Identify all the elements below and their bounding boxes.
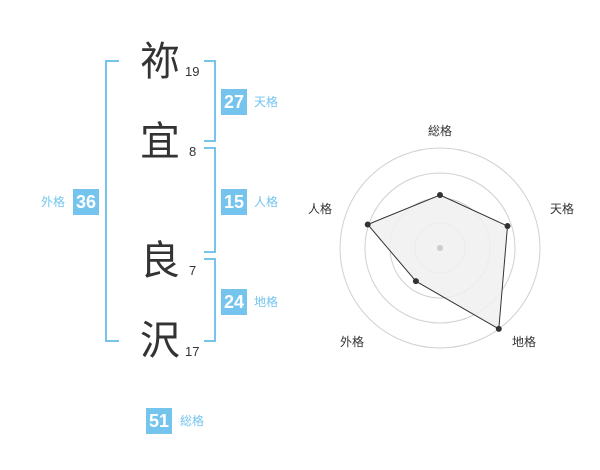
stroke-count-4: 17 bbox=[185, 344, 200, 359]
radar-point bbox=[412, 278, 419, 285]
gaikaku-badge: 36 bbox=[73, 189, 99, 215]
jinkaku-badge: 15 bbox=[221, 189, 247, 215]
tenkaku-bracket bbox=[204, 60, 216, 142]
jinkaku-bracket bbox=[204, 147, 216, 253]
radar-point bbox=[504, 223, 511, 230]
soukaku-badge: 51 bbox=[146, 408, 172, 434]
radar-center-dot bbox=[437, 245, 443, 251]
jinkaku-label: 人格 bbox=[254, 195, 279, 209]
radar-ring bbox=[364, 172, 516, 324]
radar-point bbox=[437, 192, 443, 198]
soukaku-label: 総格 bbox=[180, 414, 205, 428]
radar-ring bbox=[339, 147, 541, 349]
gaikaku-bracket bbox=[105, 60, 119, 342]
radar-label-soukaku: 総格 bbox=[428, 123, 452, 138]
name-char-4: 沢 bbox=[140, 318, 180, 364]
chikaku-bracket bbox=[204, 258, 216, 342]
chikaku-badge: 24 bbox=[221, 289, 247, 315]
radar-chart: 総格 天格 地格 外格 人格 bbox=[308, 123, 574, 349]
stroke-count-1: 19 bbox=[185, 64, 200, 79]
chikaku-label: 地格 bbox=[254, 295, 279, 309]
radar-label-gaikaku: 外格 bbox=[340, 334, 364, 349]
stroke-count-3: 7 bbox=[189, 263, 197, 278]
radar-label-tenkaku: 天格 bbox=[550, 201, 574, 216]
radar-label-chikaku: 地格 bbox=[512, 334, 536, 349]
radar-label-jinkaku: 人格 bbox=[308, 201, 332, 216]
radar-points bbox=[364, 192, 511, 332]
radar-point bbox=[364, 221, 371, 228]
stroke-count-2: 8 bbox=[189, 144, 197, 159]
name-char-1: 祢 bbox=[140, 39, 180, 85]
name-char-3: 良 bbox=[140, 238, 180, 284]
gaikaku-label: 外格 bbox=[41, 195, 66, 209]
radar-point bbox=[495, 325, 502, 332]
tenkaku-label: 天格 bbox=[254, 95, 279, 109]
tenkaku-badge: 27 bbox=[221, 89, 247, 115]
name-char-2: 宜 bbox=[140, 119, 180, 165]
radar-polygon bbox=[366, 194, 509, 330]
